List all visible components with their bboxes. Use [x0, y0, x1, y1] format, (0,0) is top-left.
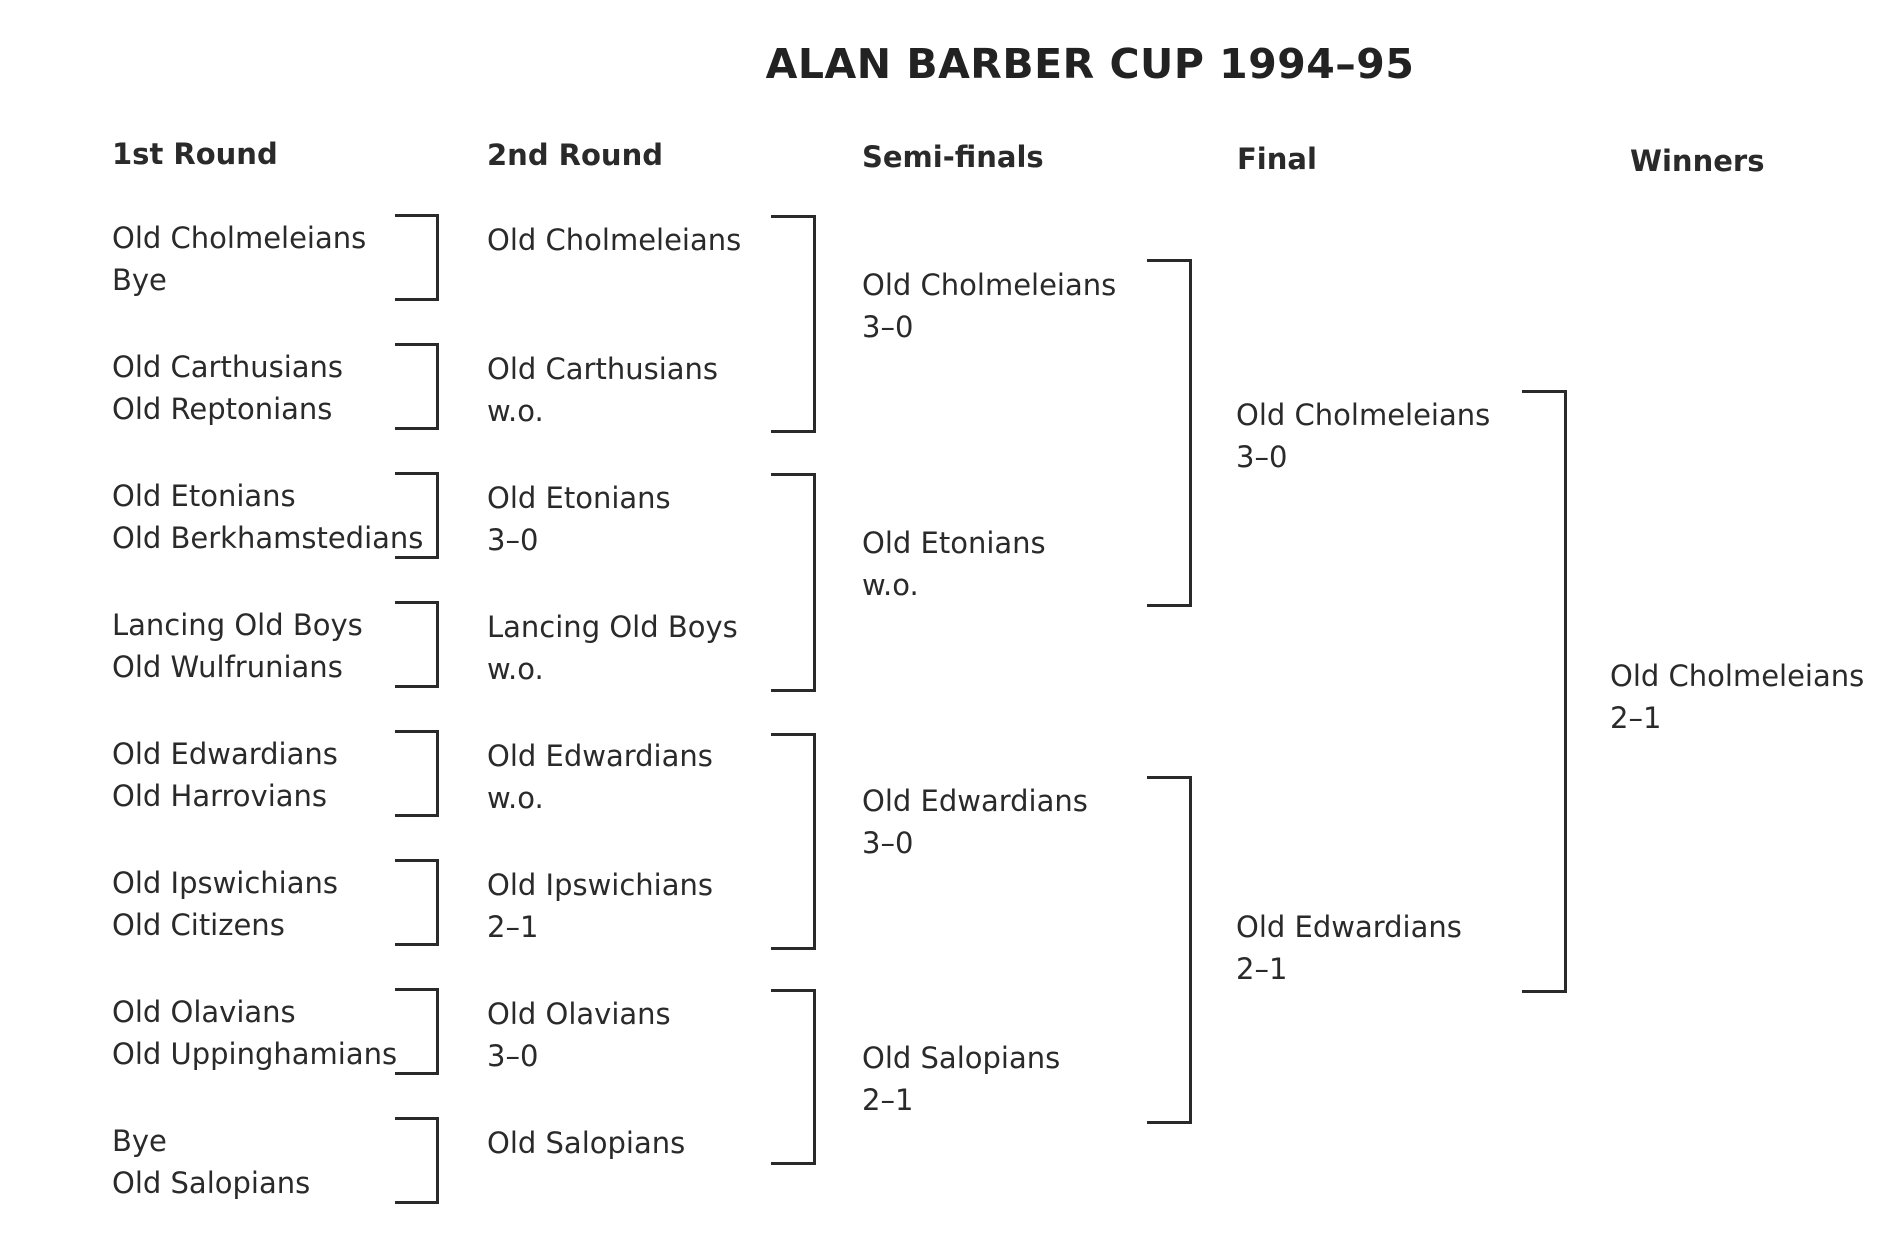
round1-team: Bye — [112, 263, 167, 297]
round1-match: Old Edwardians Old Harrovians — [112, 733, 338, 817]
round1-match: Lancing Old Boys Old Wulfrunians — [112, 604, 363, 688]
bracket-round1 — [395, 730, 439, 817]
round2-result: Old Carthusians w.o. — [487, 348, 718, 432]
round2-score: 3–0 — [487, 523, 539, 557]
semifinal-team: Old Salopians — [862, 1041, 1061, 1075]
round2-score: w.o. — [487, 781, 544, 815]
round1-team: Old Reptonians — [112, 392, 333, 426]
round1-match: Bye Old Salopians — [112, 1120, 310, 1204]
round1-team: Old Edwardians — [112, 737, 338, 771]
bracket-round1 — [395, 214, 439, 301]
round2-result: Old Etonians 3–0 — [487, 477, 671, 561]
semifinal-result: Old Cholmeleians 3–0 — [862, 264, 1116, 348]
round2-result: Old Olavians 3–0 — [487, 993, 671, 1077]
round1-team: Old Cholmeleians — [112, 221, 367, 255]
semifinal-result: Old Etonians w.o. — [862, 522, 1046, 606]
round2-team: Old Cholmeleians — [487, 223, 742, 257]
winner-team: Old Cholmeleians — [1610, 659, 1865, 693]
round2-team: Old Carthusians — [487, 352, 719, 386]
round1-team: Old Salopians — [112, 1166, 311, 1200]
winner-score: 2–1 — [1610, 701, 1662, 735]
bracket-semifinal — [1147, 259, 1192, 607]
winner-result: Old Cholmeleians 2–1 — [1610, 655, 1864, 739]
round2-team: Old Edwardians — [487, 739, 713, 773]
round2-result: Old Salopians — [487, 1122, 685, 1164]
page-title: ALAN BARBER CUP 1994–95 — [765, 40, 1415, 88]
round1-match: Old Olavians Old Uppinghamians — [112, 991, 397, 1075]
round2-score: 2–1 — [487, 910, 539, 944]
column-header-2nd-round: 2nd Round — [487, 138, 663, 172]
semifinal-score: 3–0 — [862, 826, 914, 860]
round1-team: Bye — [112, 1124, 167, 1158]
round2-score: 3–0 — [487, 1039, 539, 1073]
bracket-round2 — [771, 473, 816, 692]
round2-score: w.o. — [487, 652, 544, 686]
semifinal-result: Old Salopians 2–1 — [862, 1037, 1060, 1121]
column-header-1st-round: 1st Round — [112, 137, 278, 171]
bracket-round1 — [395, 601, 439, 688]
round2-team: Lancing Old Boys — [487, 610, 738, 644]
bracket-round2 — [771, 215, 816, 433]
semifinal-team: Old Etonians — [862, 526, 1046, 560]
bracket-final — [1522, 390, 1567, 993]
bracket-round1 — [395, 343, 439, 430]
round1-match: Old Cholmeleians Bye — [112, 217, 366, 301]
round2-result: Old Edwardians w.o. — [487, 735, 713, 819]
bracket-round2 — [771, 733, 816, 950]
round1-team: Old Uppinghamians — [112, 1037, 398, 1071]
column-header-final: Final — [1237, 142, 1317, 176]
round2-score: w.o. — [487, 394, 544, 428]
column-header-semi-finals: Semi-finals — [862, 140, 1044, 174]
bracket-round1 — [395, 1117, 439, 1204]
round1-team: Old Wulfrunians — [112, 650, 343, 684]
round1-team: Old Ipswichians — [112, 866, 338, 900]
column-header-winners: Winners — [1630, 144, 1765, 178]
round1-team: Old Berkhamstedians — [112, 521, 424, 555]
round2-team: Old Salopians — [487, 1126, 686, 1160]
bracket-round2 — [771, 989, 816, 1165]
round1-team: Lancing Old Boys — [112, 608, 363, 642]
round1-team: Old Carthusians — [112, 350, 344, 384]
round1-team: Old Olavians — [112, 995, 296, 1029]
bracket-round1 — [395, 988, 439, 1075]
bracket-semifinal — [1147, 776, 1192, 1124]
semifinal-score: 3–0 — [862, 310, 914, 344]
bracket-round1 — [395, 859, 439, 946]
round2-result: Old Cholmeleians — [487, 219, 741, 261]
final-score: 2–1 — [1236, 952, 1288, 986]
bracket-round1 — [395, 472, 439, 559]
round1-team: Old Citizens — [112, 908, 285, 942]
round2-result: Old Ipswichians 2–1 — [487, 864, 713, 948]
round1-match: Old Carthusians Old Reptonians — [112, 346, 343, 430]
round1-team: Old Etonians — [112, 479, 296, 513]
round2-team: Old Olavians — [487, 997, 671, 1031]
semifinal-score: 2–1 — [862, 1083, 914, 1117]
round2-result: Lancing Old Boys w.o. — [487, 606, 738, 690]
round1-match: Old Etonians Old Berkhamstedians — [112, 475, 423, 559]
round1-team: Old Harrovians — [112, 779, 328, 813]
semifinal-team: Old Edwardians — [862, 784, 1088, 818]
round2-team: Old Ipswichians — [487, 868, 713, 902]
round1-match: Old Ipswichians Old Citizens — [112, 862, 338, 946]
final-result: Old Edwardians 2–1 — [1236, 906, 1462, 990]
round2-team: Old Etonians — [487, 481, 671, 515]
semifinal-result: Old Edwardians 3–0 — [862, 780, 1088, 864]
semifinal-team: Old Cholmeleians — [862, 268, 1117, 302]
semifinal-score: w.o. — [862, 568, 919, 602]
final-team: Old Cholmeleians — [1236, 398, 1491, 432]
final-result: Old Cholmeleians 3–0 — [1236, 394, 1490, 478]
final-score: 3–0 — [1236, 440, 1288, 474]
final-team: Old Edwardians — [1236, 910, 1462, 944]
